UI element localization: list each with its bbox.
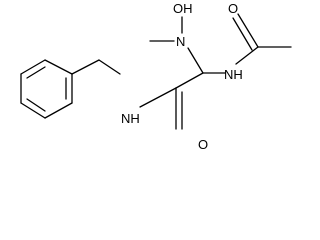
- bond-acetyl-o-2: [232, 17, 253, 51]
- bond-ring-ch2: [71, 59, 100, 75]
- structure-canvas: OH N NH NH O O: [20, 1, 292, 152]
- bond-acetyl-o-1: [237, 13, 259, 48]
- ring-bond-1: [20, 59, 46, 75]
- atom-label-o-amide: O: [198, 137, 208, 152]
- ring-bond-5: [20, 102, 46, 119]
- ring-double-1: [26, 66, 46, 79]
- bond-carbonyl-alpha: [175, 72, 204, 89]
- atom-label-o-acetyl: O: [228, 1, 238, 16]
- atom-label-nh-acetamide: NH: [224, 67, 243, 82]
- atom-label-n-methyl: N: [176, 34, 185, 49]
- bond-nh-carbonyl: [139, 87, 177, 108]
- ring-bond-2: [44, 59, 73, 75]
- benzene-ring: [20, 59, 73, 119]
- atom-label-nh-amide: NH: [121, 111, 140, 126]
- bond-ch2-nh: [98, 59, 121, 75]
- ring-bond-4: [44, 102, 73, 119]
- bond-nh-acetyl: [235, 46, 259, 65]
- atom-label-oh: OH: [173, 1, 193, 16]
- bond-alpha-nmethyl: [187, 47, 204, 74]
- chemical-structure: OH N NH NH O O: [20, 1, 292, 152]
- ring-double-3: [26, 98, 46, 112]
